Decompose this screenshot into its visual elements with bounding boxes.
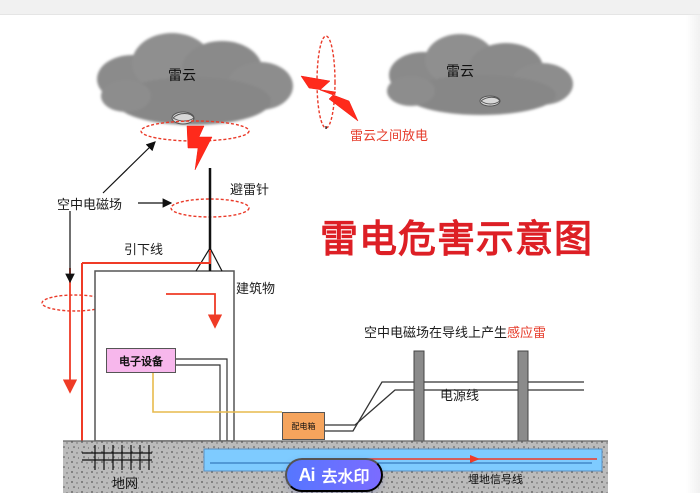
electronic-device-box: 电子设备 [106,348,176,373]
lightning-bolts [186,75,359,171]
right-edge-fade [686,14,700,493]
distribution-box-label: 配电箱 [291,421,316,431]
building-label: 建筑物 [236,282,276,297]
distribution-box: 配电箱 [282,412,325,440]
lightning-rod-label: 避雷针 [230,183,270,198]
ground-grid-label: 地网 [112,477,139,492]
left-cloud-label: 雷云 [168,68,196,84]
top-strip [0,0,700,15]
induced-lightning-label: 空中电磁场在导线上产生感应雷 [364,327,546,340]
remove-watermark-button[interactable]: Ai 去水印 [285,458,383,492]
right-cloud-label: 雷云 [446,64,474,80]
ai-icon: Ai [298,464,315,485]
remove-watermark-label: 去水印 [321,469,370,486]
right-cloud [387,34,573,115]
diagram-title: 雷电危害示意图 [320,216,594,261]
electronic-device-label: 电子设备 [119,354,163,368]
power-line-label: 电源线 [440,389,480,404]
left-cloud [97,33,293,125]
down-conductor-label: 引下线 [124,243,164,258]
induced-lightning-suffix: 感应雷 [507,326,547,341]
induced-lightning-prefix: 空中电磁场在导线上产生 [364,326,508,341]
annotation-arrows [65,126,327,284]
air-electromagnetic-field-label: 空中电磁场 [57,198,123,213]
cloud-discharge-label: 雷云之间放电 [350,129,429,144]
signal-line-label: 埋地信号线 [468,473,523,486]
